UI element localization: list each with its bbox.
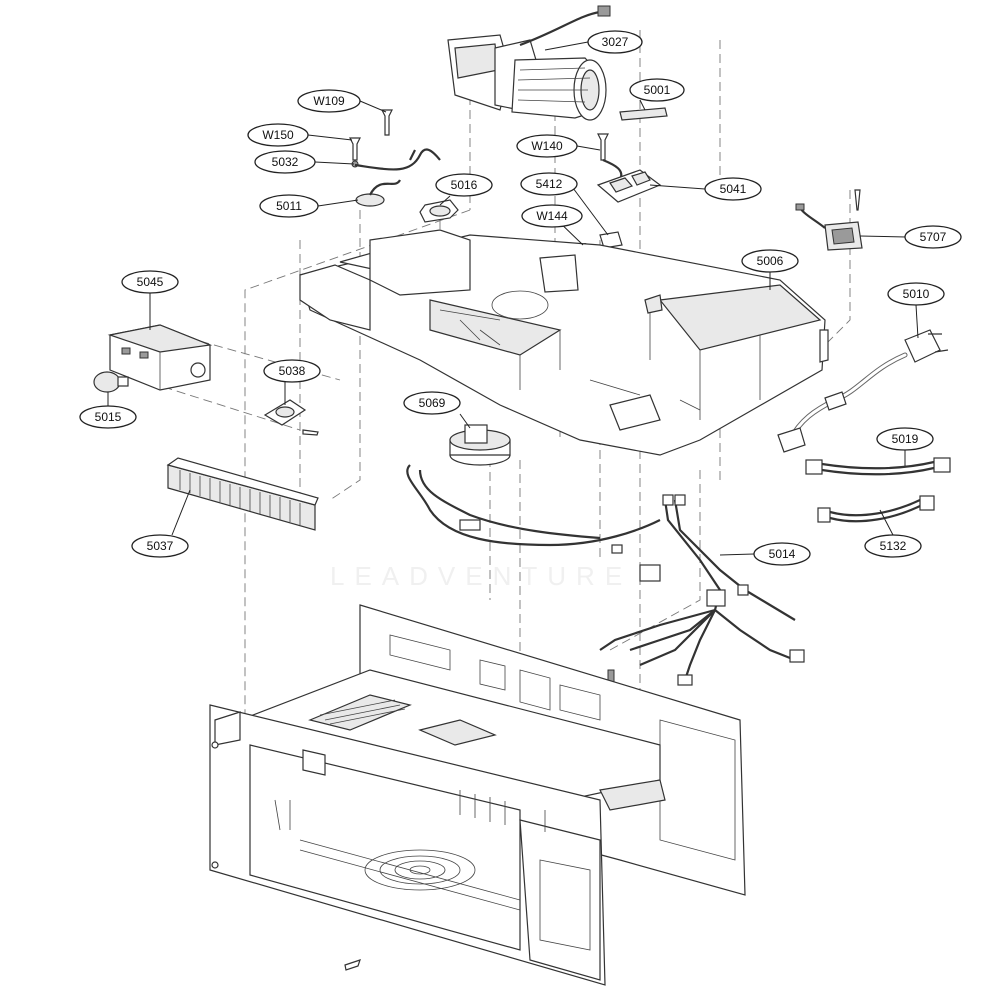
callout-w144: W144 [521, 204, 583, 228]
svg-text:5041: 5041 [720, 182, 747, 196]
callout-w109: W109 [297, 89, 361, 113]
callout-5006: 5006 [741, 249, 799, 273]
svg-text:5037: 5037 [147, 539, 174, 553]
svg-text:5001: 5001 [644, 83, 671, 97]
svg-text:5015: 5015 [95, 410, 122, 424]
callout-5037: 5037 [131, 534, 189, 558]
watermark-text: LEADVENTURE [330, 561, 632, 591]
callout-5011: 5011 [259, 194, 319, 218]
callout-5015: 5015 [79, 405, 137, 429]
microwave-cabinet [209, 604, 746, 986]
svg-text:5038: 5038 [279, 364, 306, 378]
svg-text:W144: W144 [536, 209, 568, 223]
fan-motor-assembly [447, 5, 611, 121]
part-5045-lamp-housing [107, 324, 213, 391]
part-5010-power-cord [777, 329, 949, 453]
svg-text:5412: 5412 [536, 177, 563, 191]
small-hardware-left [349, 109, 459, 223]
callout-5001: 5001 [629, 78, 685, 102]
svg-text:5707: 5707 [920, 230, 947, 244]
callout-w150: W150 [247, 123, 309, 147]
svg-text:W150: W150 [262, 128, 294, 142]
part-5006-base-plate [299, 229, 829, 456]
svg-text:5010: 5010 [903, 287, 930, 301]
part-5037-grille [166, 457, 319, 531]
part-5069-motor [449, 424, 511, 466]
svg-text:5006: 5006 [757, 254, 784, 268]
svg-text:5069: 5069 [419, 396, 446, 410]
callout-5412: 5412 [520, 172, 578, 196]
svg-text:5011: 5011 [276, 199, 302, 213]
part-5707-transformer [795, 189, 863, 251]
callout-5707: 5707 [904, 225, 962, 249]
part-5001-strip [619, 107, 668, 121]
part-5132-harness [817, 495, 935, 523]
svg-text:5132: 5132 [880, 539, 907, 553]
callout-5045: 5045 [121, 270, 179, 294]
svg-text:5019: 5019 [892, 432, 919, 446]
callout-5014: 5014 [753, 542, 811, 566]
svg-text:5016: 5016 [451, 178, 478, 192]
callout-5019: 5019 [876, 427, 934, 451]
callout-5041: 5041 [704, 177, 762, 201]
callout-3027: 3027 [587, 30, 643, 54]
part-5015-bulb [93, 371, 129, 393]
leader-lines [107, 41, 919, 556]
part-5038-cutoff [263, 399, 319, 436]
callout-5016: 5016 [435, 173, 493, 197]
svg-text:W140: W140 [531, 139, 563, 153]
svg-text:3027: 3027 [602, 35, 629, 49]
svg-text:5045: 5045 [137, 275, 164, 289]
part-5019-harness [805, 457, 951, 476]
callout-5038: 5038 [263, 359, 321, 383]
svg-text:W109: W109 [313, 94, 345, 108]
callout-5032: 5032 [254, 150, 316, 174]
callout-5069: 5069 [403, 391, 461, 415]
svg-text:5014: 5014 [769, 547, 796, 561]
control-board-parts [582, 133, 662, 249]
part-5014-wire-harness [406, 464, 805, 686]
callout-w140: W140 [516, 134, 578, 158]
callout-5132: 5132 [864, 534, 922, 558]
svg-text:5032: 5032 [272, 155, 299, 169]
callout-5010: 5010 [887, 282, 945, 306]
